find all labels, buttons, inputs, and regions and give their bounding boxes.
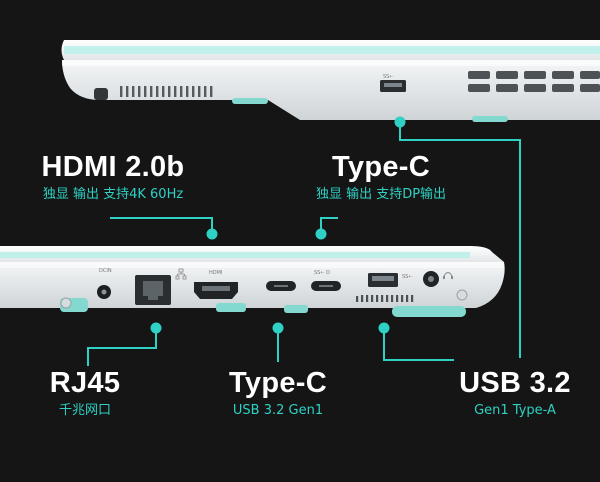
network-icon bbox=[175, 268, 187, 280]
usb-icon: SS⇠ bbox=[402, 274, 413, 280]
rj45-subtitle: 千兆网口 bbox=[58, 403, 111, 418]
typec-top-title: Type-C bbox=[332, 151, 430, 183]
top-side-vent bbox=[120, 86, 213, 97]
rear-vent bbox=[468, 71, 600, 92]
typec-bottom-subtitle: USB 3.2 Gen1 bbox=[232, 403, 324, 418]
leader-dots bbox=[150, 116, 406, 334]
hdmi-title: HDMI 2.0b bbox=[41, 151, 185, 183]
usb-subtitle: Gen1 Type-A bbox=[474, 403, 556, 418]
side-vent bbox=[356, 295, 414, 302]
hdmi-mark: HDMI bbox=[209, 270, 222, 276]
top-laptop: SS⇠ bbox=[61, 40, 600, 122]
typec-top-subtitle: 独显 输出 支持DP输出 bbox=[315, 187, 447, 202]
dc-in-mark: DCIN bbox=[99, 268, 112, 274]
typec-bottom-label: Type-C USB 3.2 Gen1 bbox=[200, 367, 356, 419]
leader-lines bbox=[87, 124, 521, 366]
typec-bottom-title: Type-C bbox=[229, 367, 327, 399]
top-usb-mark: SS⇠ bbox=[383, 74, 394, 80]
usbc-mark: SS⇠ D bbox=[314, 270, 330, 276]
typec-top-label: Type-C 独显 输出 支持DP输出 bbox=[296, 151, 466, 203]
rj45-title: RJ45 bbox=[49, 367, 121, 399]
usb-mark: SS⇠ bbox=[402, 274, 413, 280]
hdmi-subtitle: 独显 输出 支持4K 60Hz bbox=[42, 187, 184, 202]
bottom-laptop: DCIN HDMI SS⇠ D bbox=[0, 246, 505, 317]
rj45-label: RJ45 千兆网口 bbox=[32, 367, 138, 419]
usb-label: USB 3.2 Gen1 Type-A bbox=[446, 367, 584, 419]
rj45-port bbox=[135, 275, 171, 305]
usb-title: USB 3.2 bbox=[459, 367, 571, 399]
hdmi-label: HDMI 2.0b 独显 输出 支持4K 60Hz bbox=[28, 151, 198, 203]
headphone-icon bbox=[443, 272, 453, 279]
